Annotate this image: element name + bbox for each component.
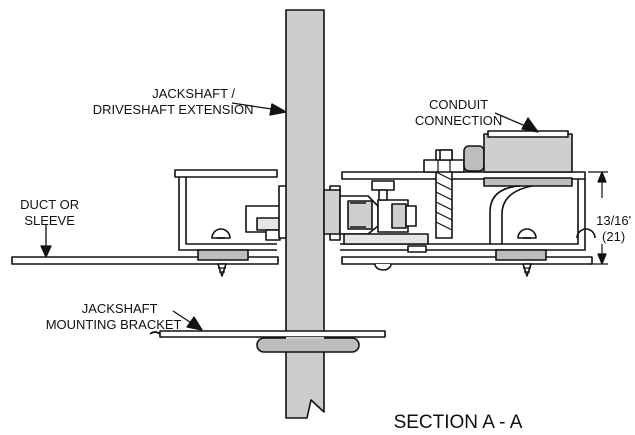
bracket-label-line1: JACKSHAFT bbox=[81, 301, 158, 316]
left-bracket bbox=[174, 169, 288, 251]
dimension-metric-label: (21) bbox=[585, 214, 635, 244]
dimension-label: 13/16' bbox=[585, 198, 635, 228]
shaft-coupling bbox=[323, 180, 429, 253]
section-title: SECTION A - A bbox=[383, 390, 583, 434]
conduit-label-line2: CONNECTION bbox=[414, 113, 503, 128]
fasteners bbox=[197, 228, 596, 277]
driveshaft-label: DRIVESHAFT EXTENSION bbox=[82, 87, 257, 117]
bracket-label: JACKSHAFT bbox=[36, 286, 196, 316]
section-title-text: SECTION A - A bbox=[393, 412, 523, 433]
duct-label-line2: SLEEVE bbox=[24, 213, 75, 228]
conduit-label: CONDUIT bbox=[400, 82, 510, 112]
mounting-bracket bbox=[149, 330, 386, 353]
dimension-metric-value: (21) bbox=[602, 229, 626, 244]
jackshaft-label-line1: JACKSHAFT / bbox=[152, 86, 236, 101]
jackshaft bbox=[285, 9, 325, 419]
jackshaft-label-line2: DRIVESHAFT EXTENSION bbox=[92, 102, 254, 117]
duct-label: DUCT OR bbox=[6, 182, 86, 212]
dimension-value: 13/16' bbox=[596, 213, 632, 228]
actuator-box bbox=[463, 130, 573, 244]
sleeve-label: SLEEVE bbox=[6, 198, 86, 228]
jackshaft-label: JACKSHAFT / bbox=[110, 71, 270, 101]
threaded-rod bbox=[423, 149, 465, 239]
duct-plate bbox=[11, 256, 593, 265]
mounting-bracket-label: MOUNTING BRACKET bbox=[20, 302, 200, 332]
bracket-label-line2: MOUNTING BRACKET bbox=[45, 317, 182, 332]
duct-label-line1: DUCT OR bbox=[20, 197, 80, 212]
dimension-line bbox=[588, 171, 608, 265]
conduit-label-2: CONNECTION bbox=[400, 98, 510, 128]
leader-lines bbox=[40, 102, 539, 331]
conduit-label-line1: CONDUIT bbox=[429, 97, 489, 112]
